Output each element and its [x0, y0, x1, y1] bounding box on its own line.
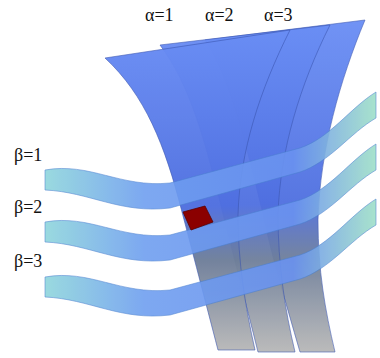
- axis-label: β=1: [14, 146, 42, 164]
- beta-sheets: [45, 92, 376, 316]
- axis-label: β=3: [14, 252, 42, 270]
- axis-label: α=2: [205, 6, 234, 24]
- axis-label: α=1: [145, 6, 174, 24]
- axis-label: β=2: [14, 198, 42, 216]
- axis-label: α=3: [264, 6, 293, 24]
- intersection-cell: [183, 206, 213, 230]
